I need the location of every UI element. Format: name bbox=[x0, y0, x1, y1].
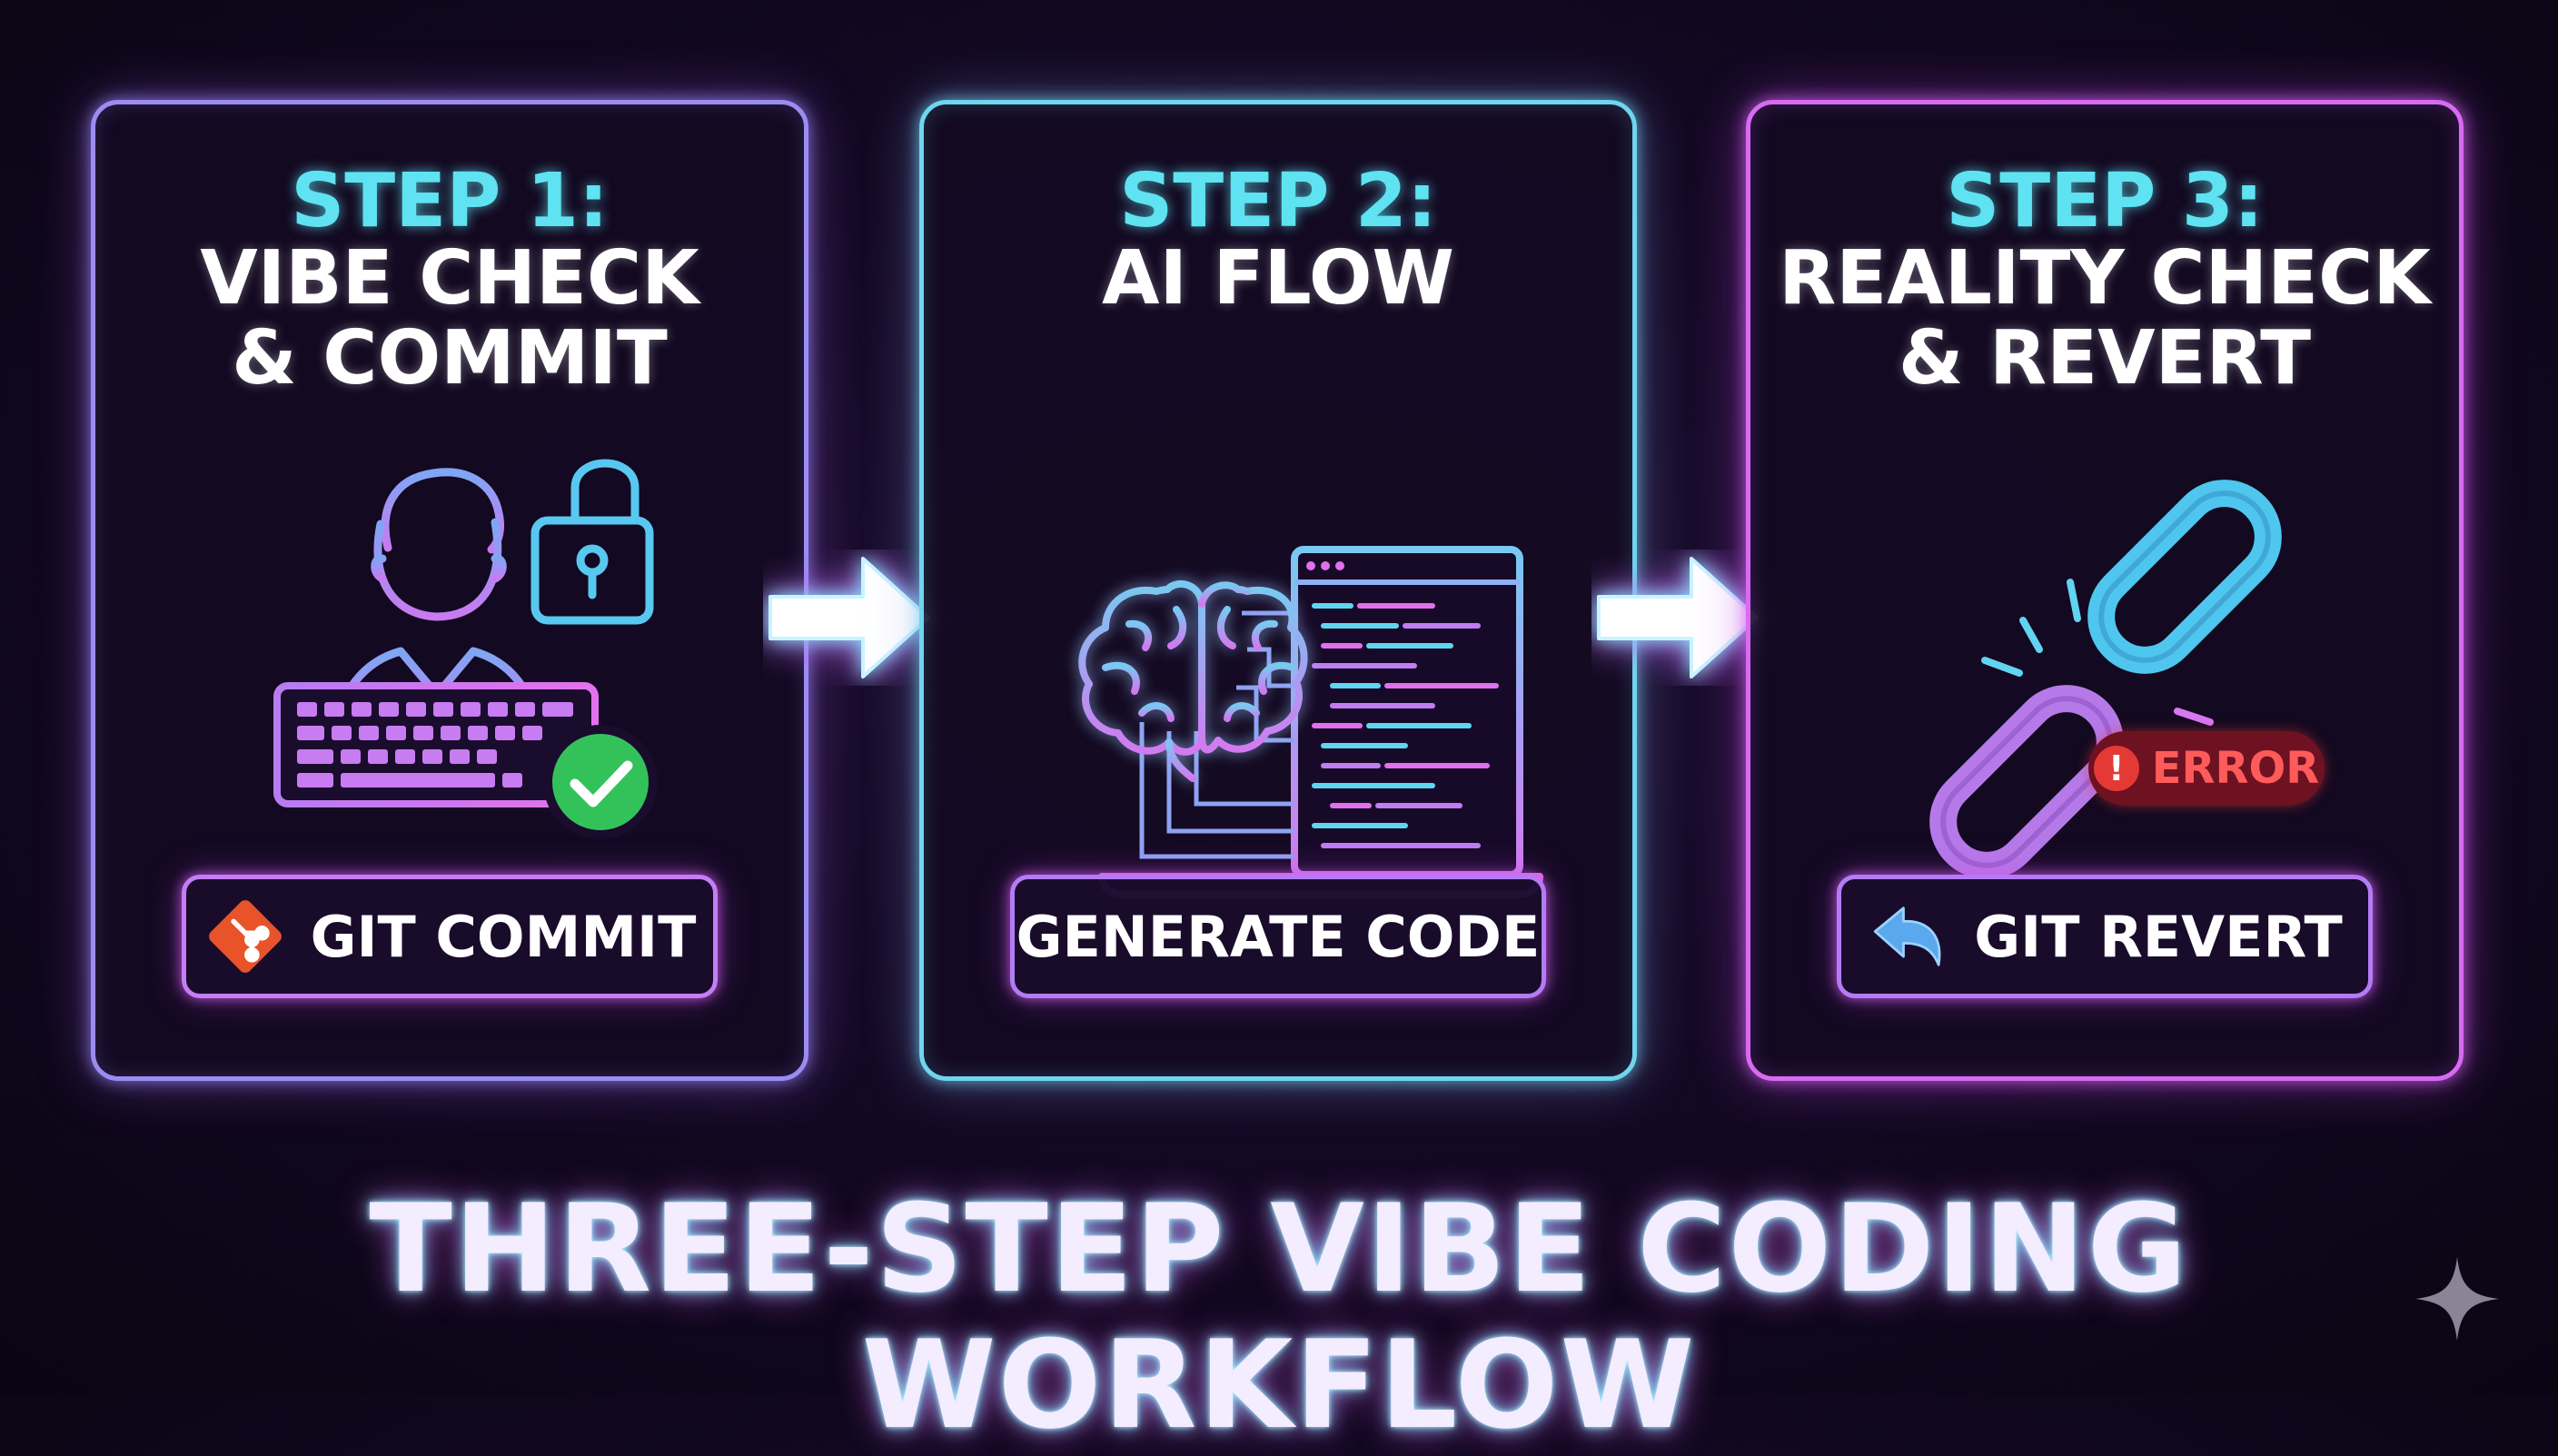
git-revert-button[interactable]: GIT REVERT bbox=[1837, 875, 2373, 998]
error-label: ERROR bbox=[2152, 743, 2319, 794]
git-revert-label: GIT REVERT bbox=[1974, 904, 2343, 970]
step-3-title-line-1: REALITY CHECK bbox=[1750, 239, 2459, 319]
circuit-lines bbox=[1142, 613, 1294, 857]
git-commit-button[interactable]: GIT COMMIT bbox=[182, 875, 718, 998]
step-2-card: STEP 2: AI FLOW bbox=[919, 100, 1637, 1081]
step-3-label: STEP 3: bbox=[1750, 161, 2459, 243]
step-2-title-line-1: AI FLOW bbox=[924, 239, 1632, 319]
step-2-label: STEP 2: bbox=[924, 161, 1632, 243]
git-icon bbox=[203, 895, 287, 978]
step-1-title-line-1: VIBE CHECK bbox=[95, 239, 804, 319]
broken-chain-illustration bbox=[1750, 422, 2468, 895]
checkmark-badge-icon bbox=[548, 729, 653, 835]
step-3-card: STEP 3: REALITY CHECK & REVERT bbox=[1746, 100, 2464, 1081]
lock-icon bbox=[535, 463, 649, 620]
undo-arrow-icon bbox=[1867, 895, 1950, 978]
workflow-title: THREE-STEP VIBE CODING WORKFLOW bbox=[0, 1181, 2558, 1453]
step-2-title: AI FLOW bbox=[924, 239, 1632, 319]
git-commit-label: GIT COMMIT bbox=[311, 904, 697, 970]
step-1-card: STEP 1: VIBE CHECK & COMMIT bbox=[91, 100, 808, 1081]
code-window-icon bbox=[1294, 550, 1520, 875]
generate-code-button[interactable]: GENERATE CODE bbox=[1010, 875, 1546, 998]
ai-code-illustration bbox=[924, 422, 1641, 895]
step-1-title-line-2: & COMMIT bbox=[95, 319, 804, 399]
step-1-title: VIBE CHECK & COMMIT bbox=[95, 239, 804, 399]
developer-illustration bbox=[95, 422, 813, 895]
generate-code-label: GENERATE CODE bbox=[1016, 904, 1541, 970]
error-badge: ! ERROR bbox=[2088, 731, 2325, 806]
step-3-title: REALITY CHECK & REVERT bbox=[1750, 239, 2459, 399]
step-3-title-line-2: & REVERT bbox=[1750, 319, 2459, 399]
sparkle-icon bbox=[2412, 1253, 2503, 1344]
step-1-label: STEP 1: bbox=[95, 161, 804, 243]
exclamation-icon: ! bbox=[2094, 746, 2139, 791]
broken-chain-icon bbox=[1925, 475, 2285, 883]
